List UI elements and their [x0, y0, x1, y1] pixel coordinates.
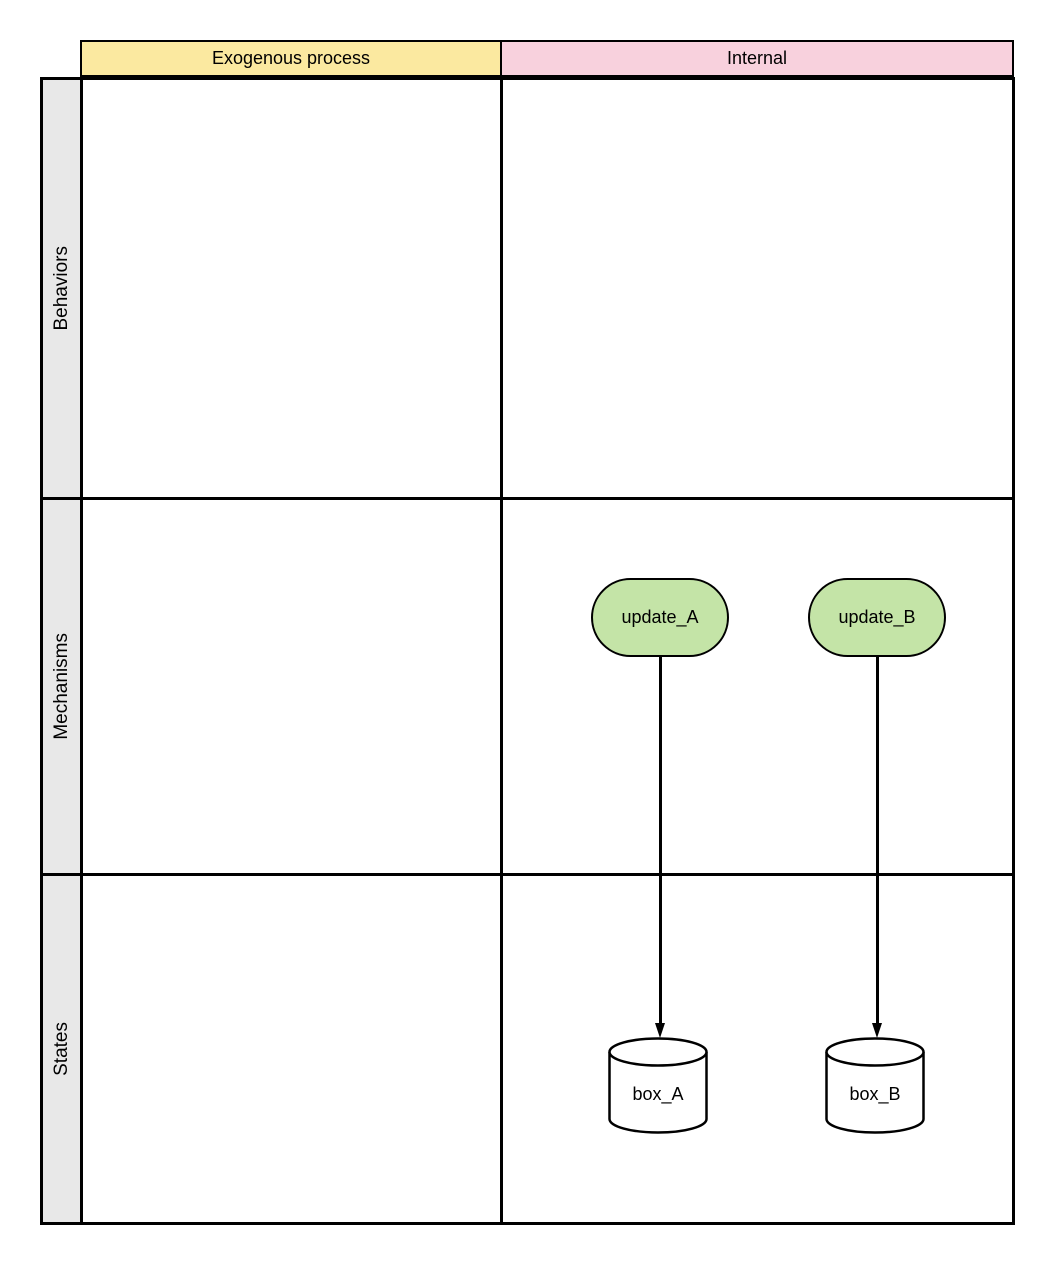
cell-states-exogenous [80, 873, 503, 1225]
edge-update-b-to-box-b [875, 655, 879, 1025]
node-label: box_A [632, 1084, 683, 1105]
node-box-b[interactable]: box_B [825, 1037, 925, 1134]
cell-mechanisms-exogenous [80, 497, 503, 876]
arrowhead-down-icon [871, 1023, 882, 1038]
row-header-states: States [40, 873, 83, 1225]
cylinder-top [608, 1037, 708, 1067]
cell-behaviors-internal [500, 77, 1015, 500]
node-label: box_B [849, 1084, 900, 1105]
cylinder-body [825, 1052, 925, 1134]
cell-states-internal [500, 873, 1015, 1225]
row-header-label: States [50, 1022, 72, 1076]
node-update-b[interactable]: update_B [808, 578, 946, 657]
node-label: update_B [838, 607, 916, 627]
node-box-a[interactable]: box_A [608, 1037, 708, 1134]
row-header-label: Mechanisms [50, 633, 72, 740]
column-header-label: Exogenous process [211, 48, 371, 68]
node-update-a[interactable]: update_A [591, 578, 729, 657]
cylinder-body [608, 1052, 708, 1134]
node-label: update_A [621, 607, 699, 627]
column-header-label: Internal [726, 48, 788, 68]
cell-behaviors-exogenous [80, 77, 503, 500]
arrowhead-down-icon [654, 1023, 665, 1038]
edge-update-a-to-box-a [658, 655, 662, 1025]
column-header-exogenous-process: Exogenous process [80, 40, 502, 77]
row-header-mechanisms: Mechanisms [40, 497, 83, 876]
column-header-internal: Internal [500, 40, 1014, 77]
row-header-label: Behaviors [50, 246, 72, 331]
cylinder-top [825, 1037, 925, 1067]
row-header-behaviors: Behaviors [40, 77, 83, 500]
cell-mechanisms-internal [500, 497, 1015, 876]
